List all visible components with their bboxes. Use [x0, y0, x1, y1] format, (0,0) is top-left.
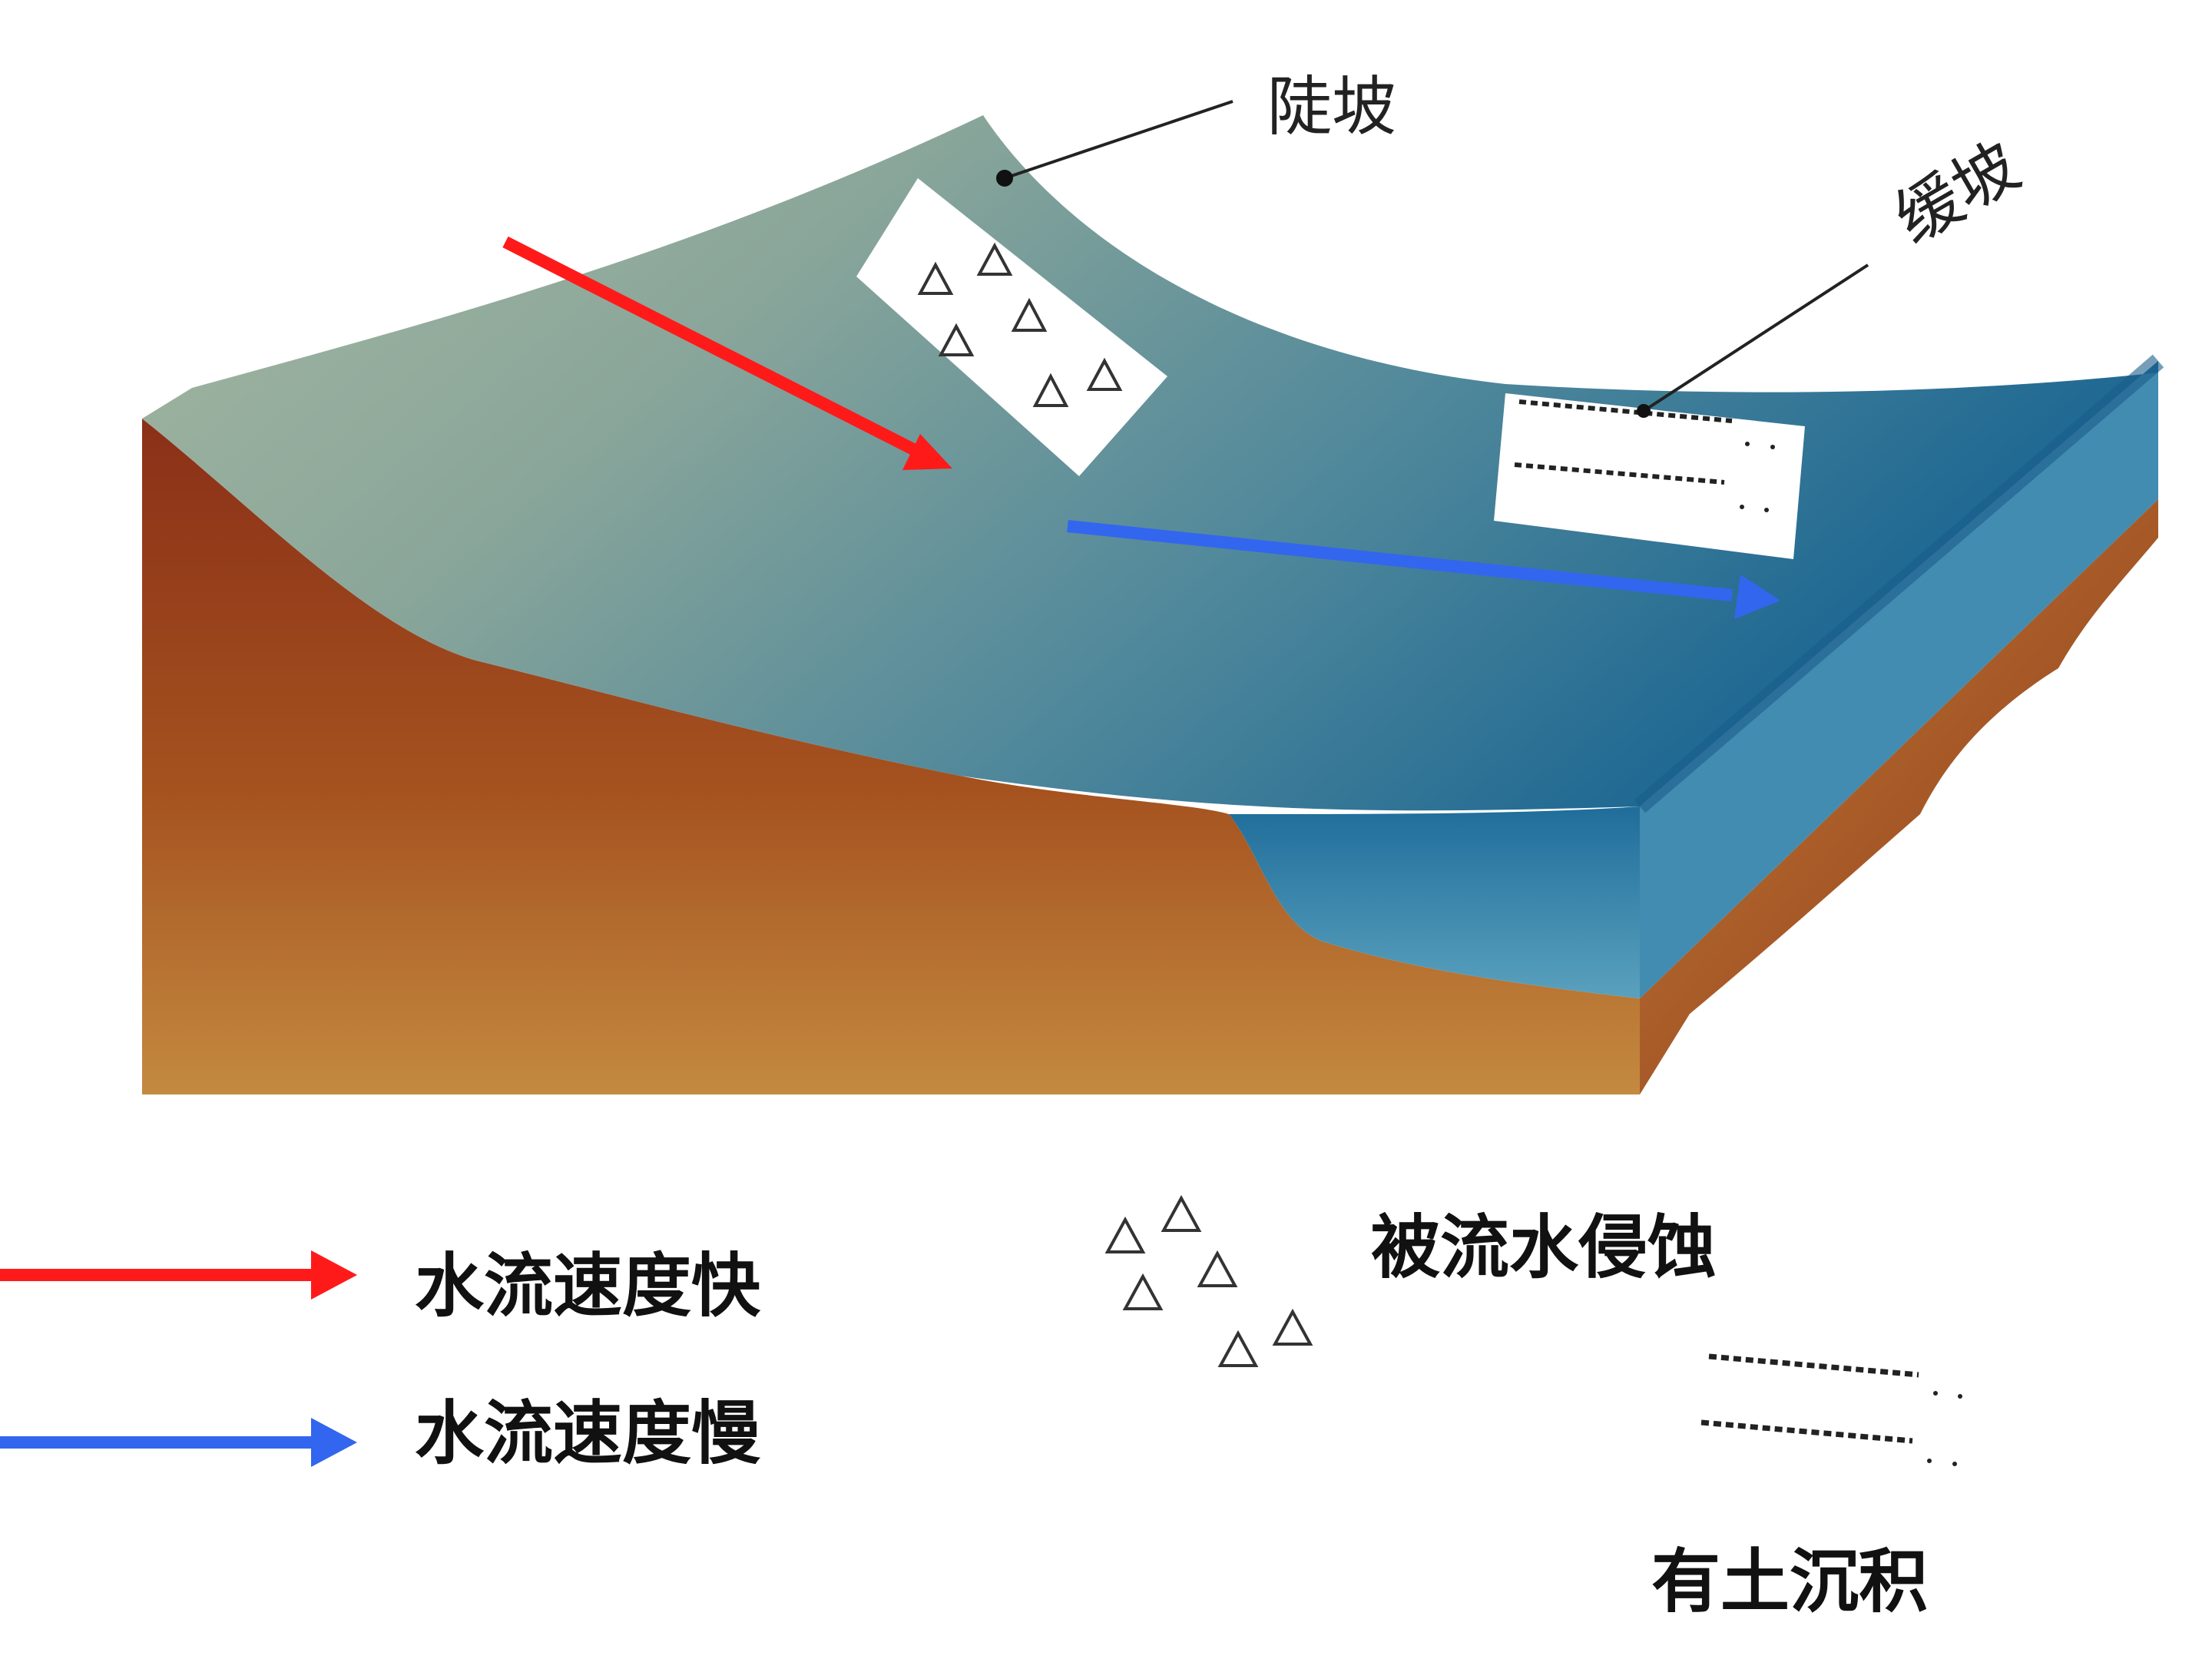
gentle-slope-callout: 缓坡: [1637, 127, 2032, 418]
gentle-slope-label: 缓坡: [1883, 127, 2032, 257]
legend-erosion-label: 被流水侵蚀: [1371, 1207, 1717, 1288]
water-side: [1640, 361, 2158, 998]
triangle-icon: [1161, 1194, 1202, 1232]
triangle-icon: [1032, 373, 1069, 407]
slope-surface: [142, 115, 2158, 811]
legend-fast-arrow: [0, 1250, 357, 1300]
legend-fast-label: 水流速度快: [415, 1246, 761, 1326]
triangle-icon: [1272, 1308, 1313, 1346]
triangle-icon: [1104, 1216, 1146, 1253]
slope-front-edge: [1634, 354, 2164, 813]
legend-deposition-label: 有土沉积: [1651, 1541, 1928, 1622]
legend-slow-label: 水流速度慢: [415, 1393, 761, 1474]
erosion-marker-box: [856, 178, 1167, 476]
triangle-icon: [917, 261, 954, 295]
triangle-icon: [976, 242, 1013, 276]
triangle-icon: [938, 323, 975, 356]
legend-erosion-symbol: [1104, 1194, 1313, 1367]
legend-slow-arrow: [0, 1418, 357, 1467]
slow-flow-arrow: [1067, 520, 1780, 619]
triangle-icon: [1011, 297, 1048, 332]
steep-slope-callout: 陡坡: [996, 69, 1396, 187]
water-front: [1229, 806, 1640, 998]
legend-deposition-symbol: [1700, 1353, 1962, 1466]
legend: 水流速度快 水流速度慢 被流水侵蚀 有土: [0, 1194, 1962, 1622]
soil-side-face: [1640, 499, 2158, 1094]
soil-front-face: [142, 419, 1640, 1094]
triangle-icon: [1217, 1330, 1259, 1367]
triangle-icon: [1122, 1273, 1164, 1310]
triangle-icon: [1197, 1250, 1238, 1287]
triangle-icon: [1086, 357, 1123, 391]
deposition-marker-box: [1494, 393, 1805, 559]
fast-flow-arrow: [502, 236, 952, 470]
steep-slope-label: 陡坡: [1267, 69, 1396, 144]
